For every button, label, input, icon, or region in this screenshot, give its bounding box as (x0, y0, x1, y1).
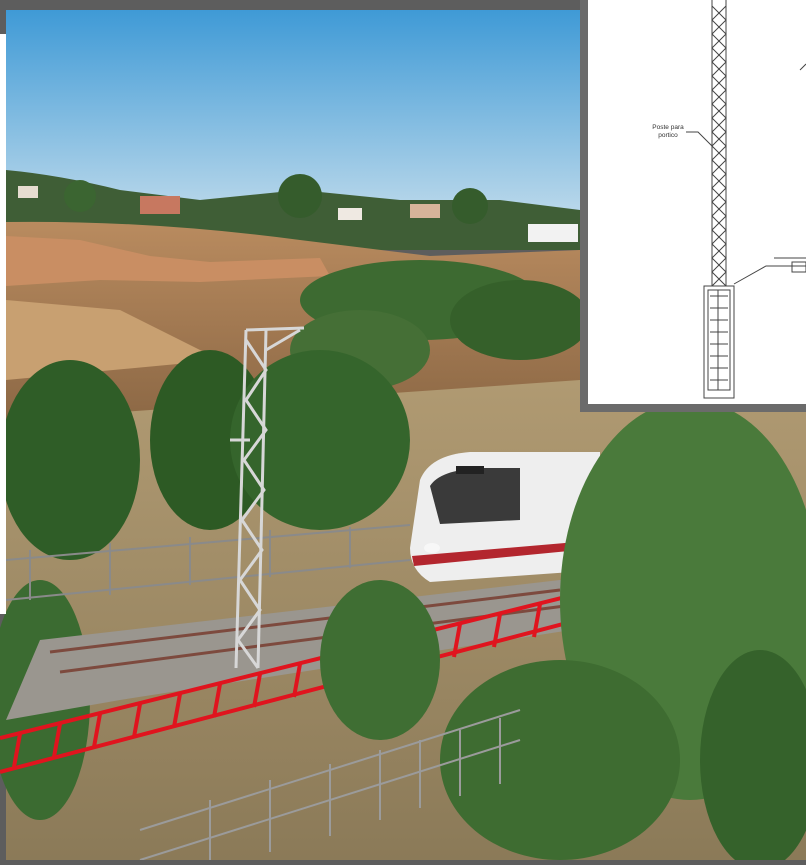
left-trees (0, 350, 410, 820)
foreground-bushes (320, 400, 806, 865)
cliff-face (6, 236, 330, 286)
mast-callout-label: Poste para portico (622, 124, 714, 140)
catenary-mast (230, 326, 305, 669)
callout-label-line1: Poste para (652, 124, 684, 131)
mast-drawing (686, 0, 806, 399)
callout-label-line2: portico (658, 132, 678, 139)
dry-slope (6, 300, 220, 380)
technical-drawing-panel: Poste para portico (588, 0, 806, 404)
train (410, 452, 600, 582)
frame-top (0, 0, 806, 10)
left-panel-edge (0, 34, 6, 614)
fence (5, 524, 411, 601)
drawing-inset-frame: Poste para portico (580, 0, 806, 412)
foreground-fence (139, 709, 521, 861)
